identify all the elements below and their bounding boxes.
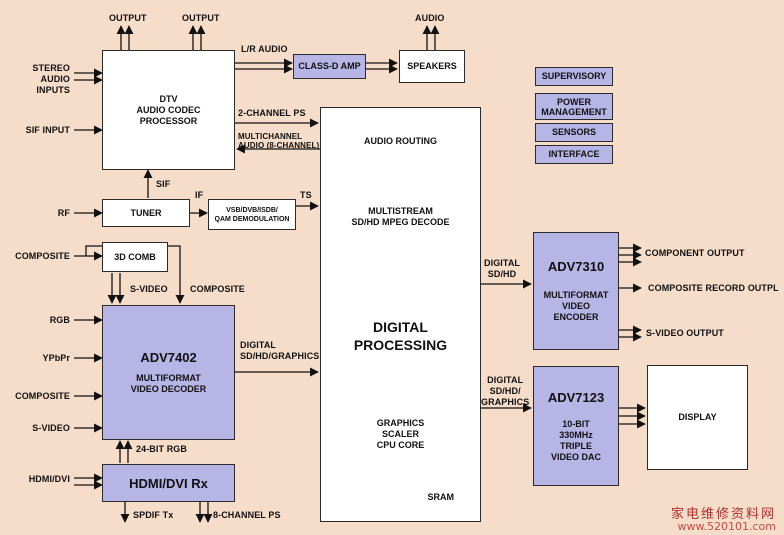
digital-sd-hd-graphics-label-2: DIGITAL SD/HD/ GRAPHICS: [481, 375, 530, 407]
class-d-amp-label: CLASS-D AMP: [298, 61, 361, 71]
s-video-output-label: S-VIDEO OUTPUT: [646, 328, 724, 338]
lr-audio-label: L/R AUDIO: [241, 44, 288, 54]
adv7310-title: ADV7310: [547, 259, 605, 274]
digital-processing-block: AUDIO ROUTING MULTISTREAM SD/HD MPEG DEC…: [320, 107, 481, 522]
output-label-1: OUTPUT: [109, 13, 147, 23]
hdmi-dvi-rx-block: HDMI/DVI Rx: [102, 464, 235, 502]
class-d-amp-block: CLASS-D AMP: [293, 54, 366, 79]
site-watermark: 家电维修资料网 www.520101.com: [670, 507, 776, 533]
watermark-url: www.520101.com: [677, 520, 776, 533]
supervisory-label: SUPERVISORY: [541, 71, 607, 81]
mpeg-decode-label: MULTISTREAM SD/HD MPEG DECODE: [351, 206, 450, 227]
speakers-label: SPEAKERS: [407, 61, 457, 71]
audio-routing-label: AUDIO ROUTING: [364, 136, 437, 146]
interface-label: INTERFACE: [548, 149, 600, 159]
ts-label: TS: [300, 190, 312, 200]
hdmi-dvi-input-label: HDMI/DVI: [28, 474, 70, 484]
interface-block: INTERFACE: [535, 145, 613, 164]
hdmi-dvi-rx-label: HDMI/DVI Rx: [129, 475, 208, 491]
tuner-block: TUNER: [102, 199, 190, 227]
display-label: DISPLAY: [678, 412, 717, 422]
adv7123-block: ADV7123 10-BIT 330MHz TRIPLE VIDEO DAC: [533, 366, 619, 486]
power-management-block: POWER MANAGEMENT: [535, 93, 613, 120]
ypbpr-label: YPbPr: [42, 353, 70, 363]
2-channel-ps-label: 2-CHANNEL PS: [238, 108, 306, 118]
stereo-audio-inputs-label: STEREO AUDIO INPUTS: [32, 63, 70, 95]
digital-sd-hd-graphics-label-1: DIGITAL SD/HD/GRAPHICS: [240, 340, 320, 361]
dtv-audio-codec-block: DTV AUDIO CODEC PROCESSOR: [102, 50, 235, 170]
sensors-block: SENSORS: [535, 123, 613, 142]
composite-branch-label: COMPOSITE: [190, 284, 245, 294]
demodulation-block: VSB/DVB/ISDB/ QAM DEMODULATION: [208, 199, 296, 230]
3d-comb-block: 3D COMB: [102, 242, 168, 272]
power-management-label: POWER MANAGEMENT: [541, 96, 607, 117]
watermark-chinese-text: 家电维修资料网: [670, 507, 776, 522]
speakers-block: SPEAKERS: [399, 50, 465, 83]
audio-output-label: AUDIO: [415, 13, 445, 23]
adv7402-block: ADV7402 MULTIFORMAT VIDEO DECODER: [102, 305, 235, 440]
graphics-scaler-cpu-label: GRAPHICS SCALER CPU CORE: [376, 418, 425, 450]
rgb-label: RGB: [49, 315, 70, 325]
component-output-label: COMPONENT OUTPUT: [645, 248, 745, 258]
adv7123-description: 10-BIT 330MHz TRIPLE VIDEO DAC: [550, 418, 601, 462]
output-label-2: OUTPUT: [182, 13, 220, 23]
composite-input-label: COMPOSITE: [15, 251, 70, 261]
24-bit-rgb-label: 24-BIT RGB: [136, 444, 188, 454]
sram-label: SRAM: [427, 492, 455, 502]
digital-processing-label: DIGITAL PROCESSING: [353, 319, 448, 353]
adv7402-description: MULTIFORMAT VIDEO DECODER: [130, 373, 207, 394]
adv7310-description: MULTIFORMAT VIDEO ENCODER: [543, 290, 609, 322]
s-video-input-label: S-VIDEO: [32, 423, 70, 433]
adv7123-title: ADV7123: [547, 389, 605, 405]
digital-sd-hd-label: DIGITAL SD/HD: [484, 258, 521, 279]
s-video-label: S-VIDEO: [130, 284, 168, 294]
sensors-label: SENSORS: [551, 127, 596, 137]
demodulation-label: VSB/DVB/ISDB/ QAM DEMODULATION: [214, 206, 290, 223]
rf-label: RF: [57, 208, 70, 218]
spdif-tx-label: SPDIF Tx: [133, 510, 174, 520]
adv7310-block: ADV7310 MULTIFORMAT VIDEO ENCODER: [533, 232, 619, 350]
3d-comb-label: 3D COMB: [114, 251, 156, 262]
tuner-label: TUNER: [130, 207, 162, 218]
dtv-audio-codec-label: DTV AUDIO CODEC PROCESSOR: [136, 93, 201, 126]
supervisory-block: SUPERVISORY: [535, 67, 613, 86]
multichannel-audio-label: MULTICHANNEL AUDIO (8-CHANNEL): [238, 132, 320, 150]
sif-label: SIF: [156, 179, 171, 189]
sif-input-label: SIF INPUT: [25, 125, 70, 135]
composite-record-output-label: COMPOSITE RECORD OUTPL: [648, 283, 779, 293]
composite-input-2-label: COMPOSITE: [15, 391, 70, 401]
display-block: DISPLAY: [647, 365, 748, 470]
8-channel-ps-label: 8-CHANNEL PS: [213, 510, 281, 520]
if-label: IF: [195, 190, 204, 200]
adv7402-title: ADV7402: [140, 350, 197, 365]
